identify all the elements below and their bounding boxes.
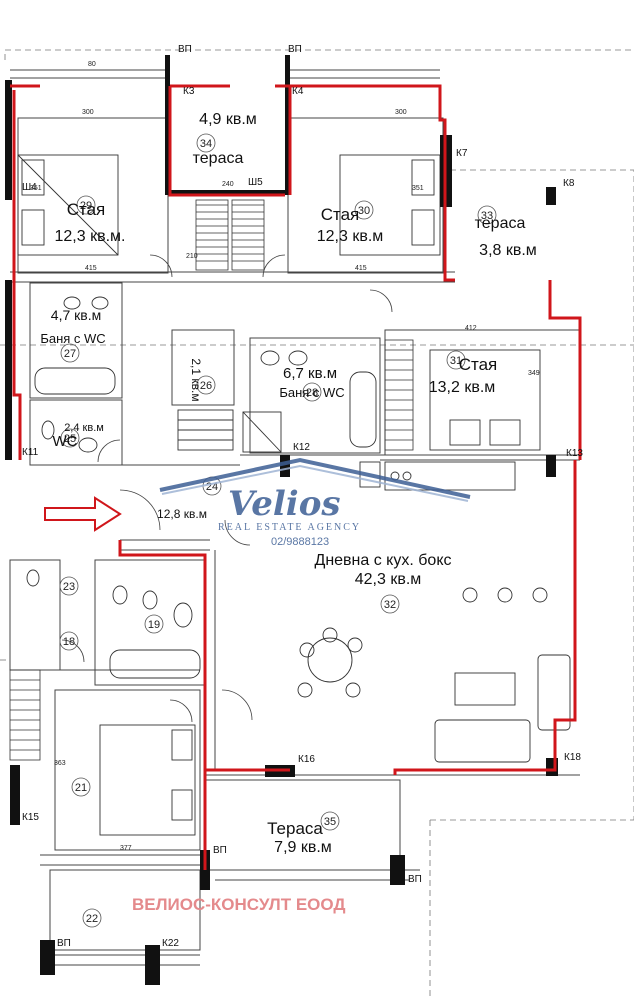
room-number-19: 19 (148, 619, 160, 631)
dim-210: 210 (186, 253, 198, 260)
room-number-29: 29 (80, 200, 92, 212)
bath-mid-area: 6,7 кв.м (283, 365, 337, 382)
bath-left-name: Баня с WC (40, 331, 105, 346)
bed-right (429, 349, 541, 451)
marker-k8: К8 (563, 178, 575, 189)
markers: ВП ВП К3 К4 Ш5 К7 К8 Ш4 К11 К12 К13 К16 … (22, 44, 583, 949)
living-area: 42,3 кв.м (355, 571, 422, 588)
dim-351-right: 351 (412, 185, 424, 192)
marker-k11: К11 (22, 447, 39, 458)
watermark-brand: Velios (228, 484, 341, 524)
apartment-outline (10, 84, 582, 870)
marker-k15: К15 (22, 812, 39, 823)
room-number-31: 31 (450, 355, 462, 367)
entrance-arrow-icon (44, 496, 122, 532)
terrace-bottom-area: 7,9 кв.м (274, 839, 332, 856)
room-number-34: 34 (200, 138, 212, 150)
watermark-tagline: REAL ESTATE AGENCY (218, 522, 361, 533)
room-number-32: 32 (384, 599, 396, 611)
dim-415-left: 415 (85, 265, 97, 272)
watermark-phone: 02/9888123 (271, 536, 329, 548)
room-mid-area: 12,3 кв.м (317, 228, 384, 245)
hall-area: 12,8 кв.м (157, 507, 207, 521)
watermark: Velios REAL ESTATE AGENCY 02/9888123 (159, 457, 471, 548)
marker-k7: К7 (456, 148, 468, 159)
dim-300-right: 300 (395, 109, 407, 116)
dim-412: 412 (465, 325, 477, 332)
dim-415-right: 415 (355, 265, 367, 272)
wc-left-area: 2,4 кв.м (64, 422, 104, 434)
dim-377: 377 (120, 845, 132, 852)
marker-vp-3: ВП (213, 845, 227, 856)
room-number-28: 28 (306, 387, 318, 399)
wc-left-name: WC (53, 433, 78, 450)
dim-349: 349 (528, 370, 540, 377)
terrace-top-name: тераса (193, 150, 244, 167)
marker-k22: К22 (162, 938, 179, 949)
dashed-boundary (0, 49, 634, 1000)
room-right-area: 13,2 кв.м (429, 379, 496, 396)
room-number-25: 25 (64, 433, 76, 445)
coffee-table (454, 672, 516, 706)
terrace-right-name: тераса (475, 215, 526, 232)
room-number-texts: 34 29 30 33 27 25 26 28 31 24 32 35 23 1… (63, 138, 493, 925)
dim-80: 80 (88, 61, 96, 68)
room-number-26: 26 (200, 380, 212, 392)
marker-vp-4: ВП (408, 874, 422, 885)
dim-240: 240 (222, 181, 234, 188)
marker-k16: К16 (298, 754, 315, 765)
closet-area: 2,1 кв.м (189, 358, 203, 401)
dimension-text: 300 300 415 415 412 349 351 351 363 377 … (30, 61, 540, 852)
dim-351-left: 351 (30, 185, 42, 192)
room-number-35: 35 (324, 816, 336, 828)
bathtub-2 (349, 371, 377, 448)
marker-k3: К3 (183, 86, 195, 97)
dim-300-left: 300 (82, 109, 94, 116)
room-number-circles (59, 133, 497, 928)
terrace-bottom-name: Тераса (267, 819, 323, 838)
bathtub-3 (109, 649, 201, 679)
terrace-top-area: 4,9 кв.м (199, 111, 257, 128)
room-left-name: Стая (67, 200, 106, 219)
bath-left-area: 4,7 кв.м (51, 307, 101, 323)
marker-k4: К4 (292, 86, 304, 97)
room-right-name: Стая (459, 355, 498, 374)
bath-mid-name: Баня с WC (279, 385, 344, 400)
room-number-27: 27 (64, 348, 76, 360)
room-number-18: 18 (63, 636, 75, 648)
bed-lower (99, 724, 196, 836)
marker-k18: К18 (564, 752, 581, 763)
living-name: Дневна с кух. бокс (314, 552, 451, 569)
room-mid-name: Стая (321, 205, 360, 224)
room-left-area: 12,3 кв.м. (55, 228, 126, 245)
terrace-right-area: 3,8 кв.м (479, 242, 537, 259)
room-number-22: 22 (86, 913, 98, 925)
marker-vp-1: ВП (178, 44, 192, 55)
marker-vp-2: ВП (288, 44, 302, 55)
marker-vp-5: ВП (57, 938, 71, 949)
marker-sh5: Ш5 (248, 177, 263, 188)
room-number-21: 21 (75, 782, 87, 794)
marker-sh4: Ш4 (22, 182, 37, 193)
bathtub-1 (34, 367, 116, 395)
thin-walls (9, 69, 581, 966)
footer-company: ВЕЛИОС-КОНСУЛТ ЕООД (132, 895, 346, 914)
marker-k13: К13 (566, 448, 583, 459)
stairs-lower-left (9, 339, 414, 761)
marker-k12: К12 (293, 442, 310, 453)
dim-363: 363 (54, 760, 66, 767)
room-number-30: 30 (358, 205, 370, 217)
dining-table (307, 637, 353, 683)
door-swings (61, 254, 393, 723)
room-number-33: 33 (481, 210, 493, 222)
bed-left (17, 154, 119, 256)
stairs-top (195, 199, 265, 271)
room-number-23: 23 (63, 581, 75, 593)
room-labels: 4,9 кв.м тераса Стая 12,3 кв.м. Стая 12,… (40, 111, 537, 856)
sofa (434, 719, 531, 763)
